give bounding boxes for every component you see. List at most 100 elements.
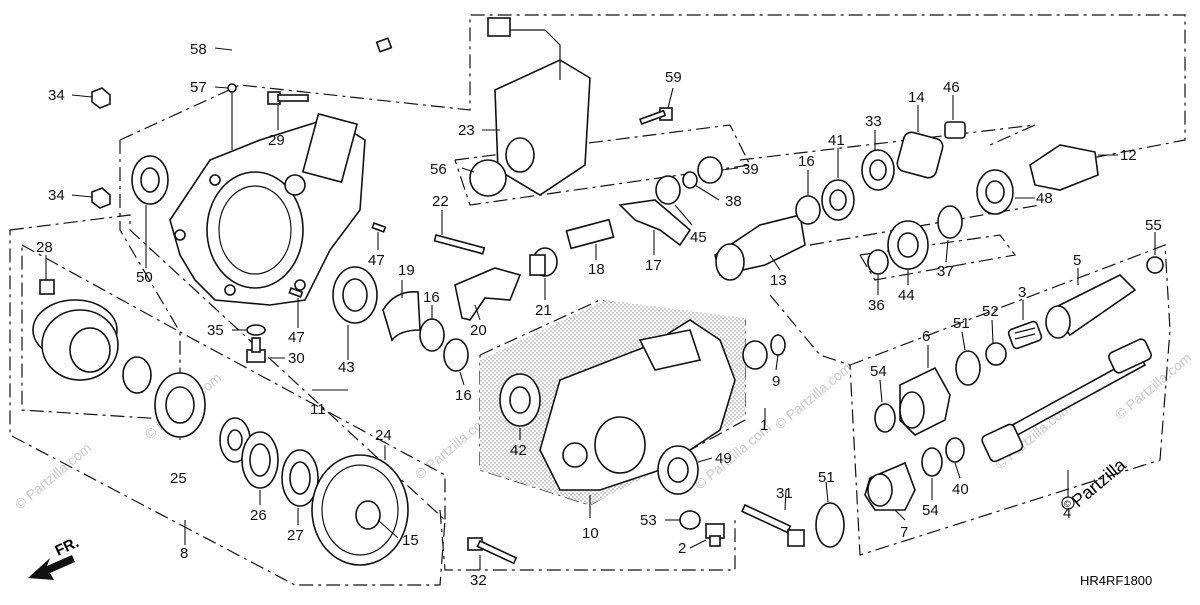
washer-52[interactable] <box>985 342 1007 366</box>
callout-58[interactable]: 58 <box>190 41 207 58</box>
nut-34-upper[interactable] <box>91 87 111 109</box>
callout-26[interactable]: 26 <box>250 507 267 524</box>
seal-54-a[interactable] <box>874 403 896 433</box>
callout-37[interactable]: 37 <box>937 263 954 280</box>
callout-47[interactable]: 47 <box>368 252 385 269</box>
o-ring-51-b[interactable] <box>955 350 981 386</box>
shim-26[interactable] <box>241 431 279 489</box>
bearing-45[interactable] <box>655 175 681 205</box>
cam-ring-25[interactable] <box>154 372 206 438</box>
callout-6[interactable]: 6 <box>922 328 930 345</box>
callout-11[interactable]: 11 <box>310 401 326 418</box>
nut-34-lower[interactable] <box>91 187 111 209</box>
callout-59[interactable]: 59 <box>665 69 682 86</box>
callout-55[interactable]: 55 <box>1145 217 1162 234</box>
callout-24[interactable]: 24 <box>375 427 392 444</box>
bearing-44[interactable] <box>887 220 929 270</box>
washer-16-a[interactable] <box>419 318 445 352</box>
side-gear[interactable] <box>122 356 152 394</box>
callout-21[interactable]: 21 <box>535 302 552 319</box>
bolt-59[interactable] <box>639 107 673 125</box>
seal-38[interactable] <box>682 171 698 189</box>
callout-52[interactable]: 52 <box>982 303 999 320</box>
callout-57[interactable]: 57 <box>190 79 207 96</box>
circlip-36[interactable] <box>867 249 889 275</box>
callout-16[interactable]: 16 <box>798 153 815 170</box>
callout-33[interactable]: 33 <box>865 113 882 130</box>
clutch-6[interactable] <box>899 366 951 436</box>
callout-19[interactable]: 19 <box>398 262 415 279</box>
callout-34[interactable]: 34 <box>48 187 65 204</box>
callout-18[interactable]: 18 <box>588 261 605 278</box>
oil-seal-50[interactable] <box>131 155 169 205</box>
callout-16[interactable]: 16 <box>423 289 440 306</box>
washer-53[interactable] <box>679 510 701 530</box>
callout-3[interactable]: 3 <box>1018 284 1026 301</box>
callout-14[interactable]: 14 <box>908 89 925 106</box>
circlip-55[interactable] <box>1146 256 1164 274</box>
callout-23[interactable]: 23 <box>458 122 475 139</box>
bolt-32[interactable] <box>467 537 518 565</box>
callout-50[interactable]: 50 <box>136 269 153 286</box>
bolt-28[interactable] <box>39 279 55 295</box>
bolt-29[interactable] <box>267 91 309 105</box>
callout-32[interactable]: 32 <box>470 572 487 589</box>
callout-12[interactable]: 12 <box>1120 147 1137 164</box>
callout-45[interactable]: 45 <box>690 229 707 246</box>
callout-28[interactable]: 28 <box>36 239 53 256</box>
callout-35[interactable]: 35 <box>207 322 224 339</box>
callout-38[interactable]: 38 <box>725 193 742 210</box>
callout-16[interactable]: 16 <box>455 387 472 404</box>
drain-plug-2[interactable] <box>705 523 725 547</box>
callout-51[interactable]: 51 <box>818 469 835 486</box>
callout-39[interactable]: 39 <box>742 161 759 178</box>
shaft-18[interactable] <box>565 218 615 250</box>
callout-8[interactable]: 8 <box>180 545 188 562</box>
o-ring-56[interactable] <box>469 159 507 197</box>
dowel-pin-47-lower[interactable] <box>288 287 304 298</box>
drain-bolt-30[interactable] <box>246 337 266 363</box>
seal-54-b[interactable] <box>921 447 943 477</box>
callout-7[interactable]: 7 <box>900 524 908 541</box>
washer-35[interactable] <box>246 324 266 336</box>
dowel-pin-47-upper[interactable] <box>371 222 387 233</box>
bearing-42[interactable] <box>499 373 541 427</box>
callout-1[interactable]: 1 <box>760 417 768 434</box>
needle-bearing-14[interactable] <box>896 131 945 180</box>
callout-53[interactable]: 53 <box>640 512 657 529</box>
callout-15[interactable]: 15 <box>402 532 419 549</box>
circlip-40[interactable] <box>945 437 965 463</box>
callout-29[interactable]: 29 <box>268 132 285 149</box>
callout-47[interactable]: 47 <box>288 329 305 346</box>
boot-5-end[interactable] <box>1045 305 1071 339</box>
callout-48[interactable]: 48 <box>1036 190 1053 207</box>
bearing-33[interactable] <box>861 149 895 191</box>
callout-10[interactable]: 10 <box>582 525 599 542</box>
callout-41[interactable]: 41 <box>828 132 845 149</box>
callout-31[interactable]: 31 <box>776 485 793 502</box>
bearing-41[interactable] <box>821 179 855 221</box>
callout-4[interactable]: 4 <box>1063 505 1071 522</box>
clip-57[interactable] <box>227 83 237 93</box>
oil-seal-48[interactable] <box>976 169 1014 215</box>
callout-2[interactable]: 2 <box>678 540 686 557</box>
shift-fork-20[interactable] <box>454 267 522 321</box>
callout-51[interactable]: 51 <box>953 315 970 332</box>
bearing-43[interactable] <box>332 266 378 324</box>
fork-19[interactable] <box>382 291 421 342</box>
callout-34[interactable]: 34 <box>48 87 65 104</box>
callout-5[interactable]: 5 <box>1073 252 1081 269</box>
callout-17[interactable]: 17 <box>645 257 662 274</box>
callout-9[interactable]: 9 <box>772 373 780 390</box>
bolt-31[interactable] <box>740 503 805 547</box>
differential-case[interactable] <box>32 299 119 381</box>
ring-gear-15[interactable] <box>311 454 409 566</box>
o-ring-9[interactable] <box>770 334 786 356</box>
callout-20[interactable]: 20 <box>470 322 487 339</box>
callout-43[interactable]: 43 <box>338 359 355 376</box>
shift-arm-17[interactable] <box>618 199 692 247</box>
callout-27[interactable]: 27 <box>287 527 304 544</box>
joint-7[interactable] <box>864 461 916 511</box>
callout-49[interactable]: 49 <box>715 450 732 467</box>
spring-3[interactable] <box>1007 320 1043 350</box>
